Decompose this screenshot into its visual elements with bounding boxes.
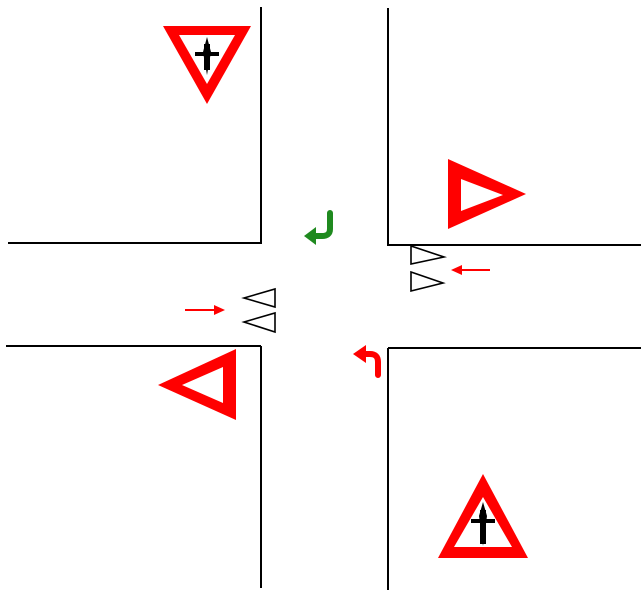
red-turn-arrow-icon — [353, 345, 381, 378]
road-edges — [6, 7, 641, 590]
triangle-left-sign-icon — [158, 349, 236, 420]
vehicle-right-icon — [410, 244, 448, 293]
yield-sign-with-crossroad-icon — [163, 26, 251, 104]
vehicle-left-icon — [241, 287, 276, 334]
red-arrow-right-icon — [185, 305, 225, 315]
green-turn-arrow-icon — [304, 210, 333, 245]
crossroad-warning-sign-icon — [438, 474, 528, 558]
triangle-right-sign-icon — [448, 159, 526, 229]
red-arrow-left-icon — [451, 265, 490, 275]
